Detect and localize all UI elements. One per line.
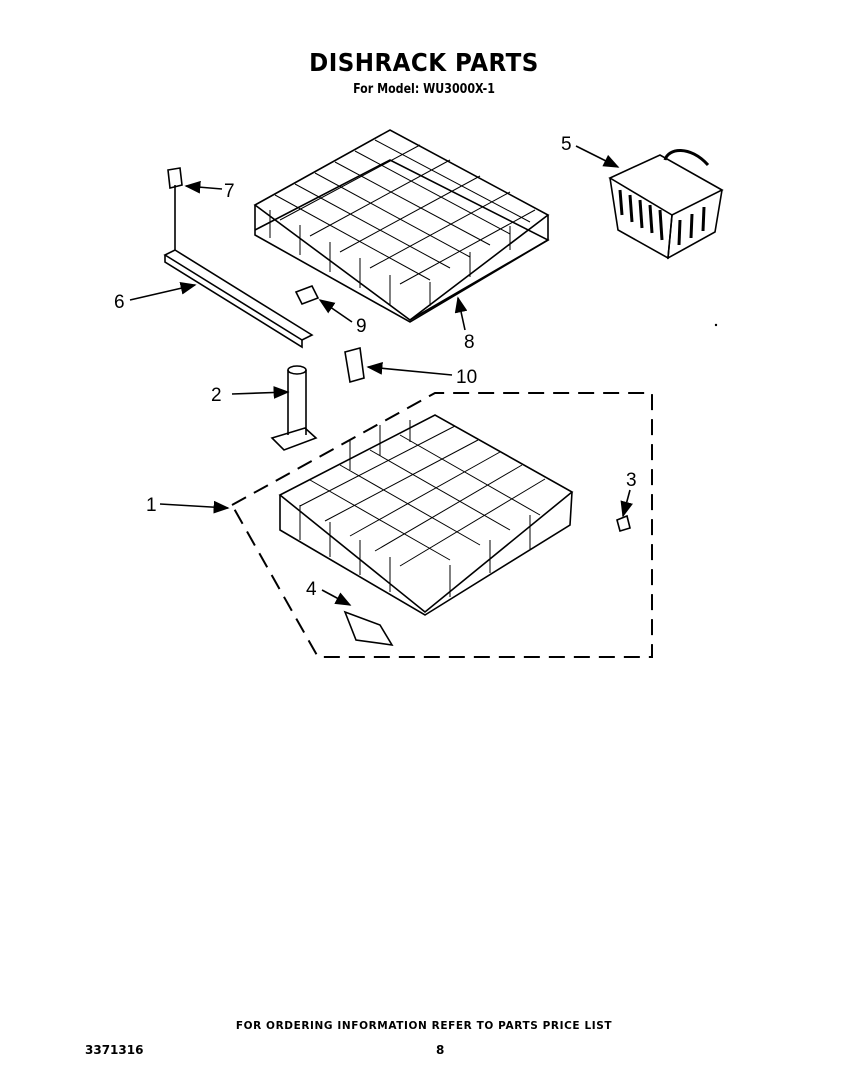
cutlery-basket-illustration [608, 149, 724, 260]
lower-rack-assembly-outline [230, 392, 653, 658]
upper-rack-illustration [253, 129, 550, 323]
ordering-note: FOR ORDERING INFORMATION REFER TO PARTS … [235, 1020, 613, 1032]
callout-1: 1 [146, 495, 157, 516]
callout-10: 10 [456, 367, 477, 388]
callout-5: 5 [561, 134, 572, 155]
small-parts-illustration [294, 284, 365, 384]
lower-rack-illustration [278, 414, 574, 616]
callout-9: 9 [356, 316, 367, 337]
page-title: DISHRACK PARTS [309, 48, 539, 77]
model-subtitle: For Model: WU3000X-1 [353, 82, 495, 97]
callout-arrows [129, 145, 633, 606]
callout-3: 3 [626, 470, 637, 491]
callout-2: 2 [211, 385, 222, 406]
bumper-post-illustration [270, 365, 318, 451]
callout-4: 4 [306, 579, 317, 600]
rack-rail-illustration [163, 167, 314, 349]
page-number: 8 [436, 1043, 445, 1057]
stray-mark [714, 323, 718, 327]
callout-7: 7 [224, 181, 235, 202]
lower-small-parts-illustration [343, 514, 631, 647]
document-number: 3371316 [85, 1043, 144, 1057]
callout-8: 8 [464, 332, 475, 353]
callout-6: 6 [114, 292, 125, 313]
